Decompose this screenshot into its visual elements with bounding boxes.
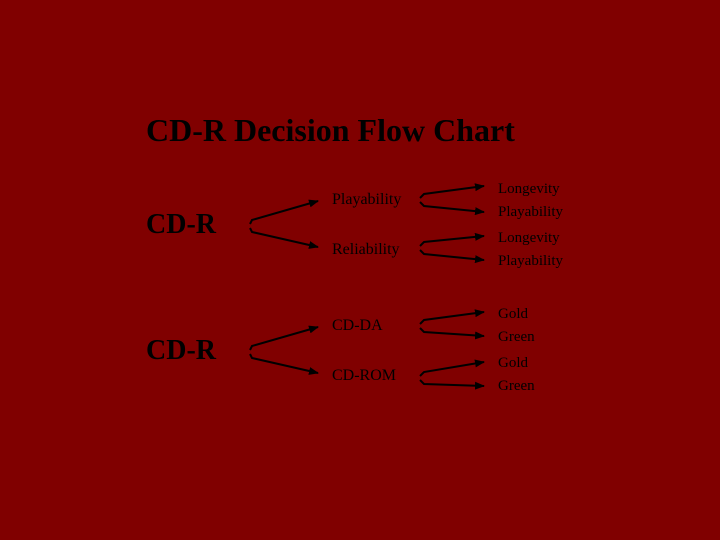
- tree2-a-leaf-green: Green: [498, 329, 535, 345]
- tree1-b-leaf-playability: Playability: [498, 253, 563, 269]
- tree1-root-label: CD-R: [146, 209, 216, 240]
- arrow-tree2-cd-rom-to-gold: [419, 359, 485, 377]
- arrow-tree2-cd-da-to-gold: [419, 309, 485, 325]
- tree1-b-leaf-longevity: Longevity: [498, 230, 560, 246]
- tree2-root-label: CD-R: [146, 335, 216, 366]
- arrow-tree2-cd-da-to-green: [419, 327, 485, 340]
- arrow-tree2-root-to-cd-da: [249, 325, 319, 351]
- tree2-b-leaf-green: Green: [498, 378, 535, 394]
- tree2-b-leaf-gold: Gold: [498, 355, 528, 371]
- arrow-tree2-cd-rom-to-green: [419, 379, 485, 390]
- tree1-branch-playability: Playability: [332, 191, 402, 208]
- tree2-a-leaf-gold: Gold: [498, 306, 528, 322]
- tree2-branch-cd-da: CD-DA: [332, 317, 383, 334]
- slide-title: CD-R Decision Flow Chart: [146, 112, 515, 148]
- tree1-branch-reliability: Reliability: [332, 241, 400, 258]
- tree1-a-leaf-longevity: Longevity: [498, 181, 560, 197]
- tree1-a-leaf-playability: Playability: [498, 204, 563, 220]
- arrow-tree1-playability-to-longevity: [419, 183, 485, 199]
- tree2-branch-cd-rom: CD-ROM: [332, 367, 397, 384]
- arrow-tree1-reliability-to-longevity: [419, 232, 485, 247]
- arrow-tree1-root-to-reliability: [249, 227, 319, 249]
- arrow-tree1-playability-to-playability: [419, 201, 485, 216]
- arrow-tree2-root-to-cd-rom: [249, 353, 319, 375]
- arrow-tree1-reliability-to-playability: [419, 249, 485, 264]
- arrow-tree1-root-to-playability: [249, 199, 319, 225]
